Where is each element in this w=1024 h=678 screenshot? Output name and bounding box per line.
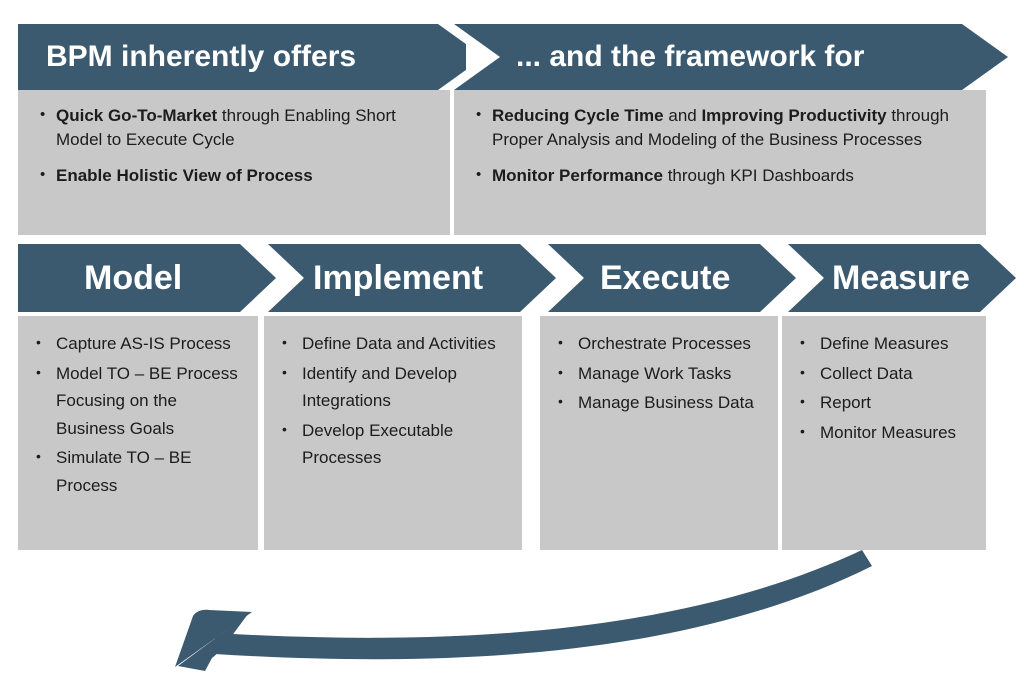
stage-header-implement[interactable]: Implement bbox=[268, 244, 556, 312]
stage-bullet-list-measure: Define Measures Collect Data Report Moni… bbox=[796, 330, 976, 446]
stage-header-execute[interactable]: Execute bbox=[548, 244, 796, 312]
bullet-lead: Monitor Performance bbox=[492, 166, 663, 186]
bullet-mid: and bbox=[663, 106, 702, 125]
top-panel-bullet-list-1: Quick Go-To-Market through Enabling Shor… bbox=[40, 104, 432, 188]
list-item: Monitor Measures bbox=[796, 419, 976, 447]
list-item: Capture AS-IS Process bbox=[32, 330, 248, 358]
list-item: Orchestrate Processes bbox=[554, 330, 768, 358]
stage-label: Model bbox=[84, 259, 183, 297]
stage-bullet-list-execute: Orchestrate Processes Manage Work Tasks … bbox=[554, 330, 768, 417]
stage-body-measure: Define Measures Collect Data Report Moni… bbox=[782, 316, 986, 550]
list-item: Define Data and Activities bbox=[278, 330, 512, 358]
list-item: Report bbox=[796, 389, 976, 417]
bullet-lead: Quick Go-To-Market bbox=[56, 106, 218, 125]
list-item: Model TO – BE Process Focusing on the Bu… bbox=[32, 360, 248, 443]
bullet-lead: Enable Holistic View of Process bbox=[56, 166, 313, 186]
top-panel-body-2: Reducing Cycle Time and Improving Produc… bbox=[454, 90, 986, 235]
top-panel-bullet-list-2: Reducing Cycle Time and Improving Produc… bbox=[476, 104, 968, 188]
stage-bullet-list-implement: Define Data and Activities Identify and … bbox=[278, 330, 512, 472]
top-panel-header-1: BPM inherently offers bbox=[18, 24, 466, 90]
stage-header-model[interactable]: Model bbox=[18, 244, 276, 312]
bullet-lead-2: Improving Productivity bbox=[701, 106, 887, 125]
stage-body-execute: Orchestrate Processes Manage Work Tasks … bbox=[540, 316, 778, 550]
top-panel-body-1: Quick Go-To-Market through Enabling Shor… bbox=[18, 90, 450, 235]
bullet-rest: through KPI Dashboards bbox=[662, 166, 854, 186]
list-item: Identify and Develop Integrations bbox=[278, 360, 512, 415]
list-item: Quick Go-To-Market through Enabling Shor… bbox=[40, 104, 432, 152]
stage-bullet-list-model: Capture AS-IS Process Model TO – BE Proc… bbox=[32, 330, 248, 499]
stage-label: Measure bbox=[832, 259, 970, 297]
top-panel-header-2: ... and the framework for bbox=[454, 24, 1008, 90]
list-item: Simulate TO – BE Process bbox=[32, 444, 248, 499]
list-item: Manage Work Tasks bbox=[554, 360, 768, 388]
list-item: Develop Executable Processes bbox=[278, 417, 512, 472]
stage-body-model: Capture AS-IS Process Model TO – BE Proc… bbox=[18, 316, 258, 550]
list-item: Manage Business Data bbox=[554, 389, 768, 417]
top-panel-title-2: ... and the framework for bbox=[516, 40, 865, 73]
top-panel-title-1: BPM inherently offers bbox=[46, 40, 357, 73]
bullet-rest: through Enabling Short Model to Execute … bbox=[56, 106, 396, 150]
stage-label: Execute bbox=[600, 259, 731, 297]
stage-body-implement: Define Data and Activities Identify and … bbox=[264, 316, 522, 550]
stage-label: Implement bbox=[313, 259, 484, 297]
list-item: Define Measures bbox=[796, 330, 976, 358]
bullet-lead: Reducing Cycle Time bbox=[492, 106, 664, 125]
curved-left-arrow-icon bbox=[175, 550, 872, 671]
bullet-rest: through Proper Analysis and Modeling of … bbox=[492, 106, 949, 150]
list-item: Reducing Cycle Time and Improving Produc… bbox=[476, 104, 968, 152]
stage-header-measure[interactable]: Measure bbox=[788, 244, 1016, 312]
list-item: Collect Data bbox=[796, 360, 976, 388]
list-item: Enable Holistic View of Process bbox=[40, 164, 432, 188]
list-item: Monitor Performance through KPI Dashboar… bbox=[476, 164, 968, 188]
